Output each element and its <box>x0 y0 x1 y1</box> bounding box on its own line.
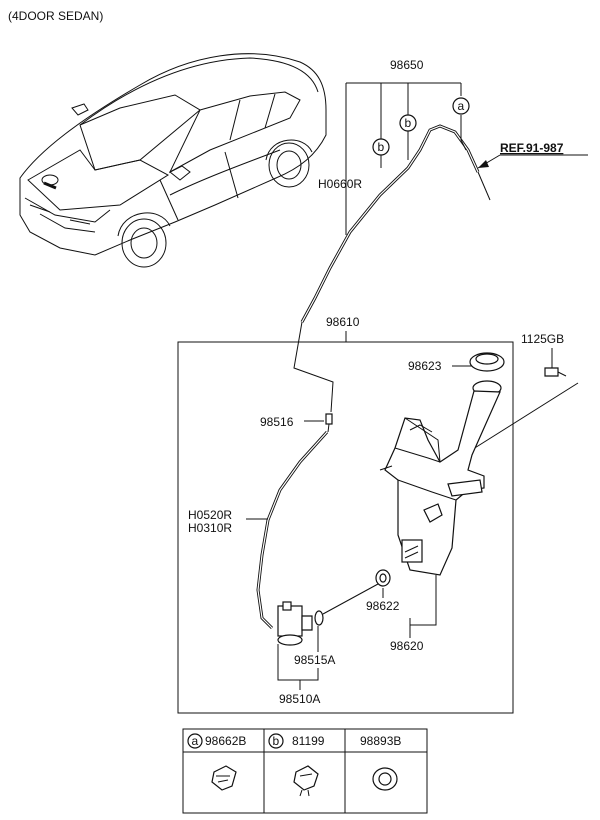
svg-text:a: a <box>458 99 465 113</box>
svg-text:b: b <box>405 116 412 130</box>
legend-item-98662b: a 98662B <box>187 733 246 791</box>
marker-a-callout: a <box>452 97 470 115</box>
svg-text:b: b <box>378 140 385 154</box>
assembly-box <box>177 341 514 714</box>
check-valve-98516 <box>325 413 333 433</box>
label-h0660r: H0660R <box>318 177 362 191</box>
label-1125gb: 1125GB <box>521 332 564 346</box>
label-98620: 98620 <box>390 639 424 653</box>
grommet-98622 <box>375 569 391 587</box>
svg-text:98893B: 98893B <box>360 734 401 748</box>
reference-label: REF.91-987 <box>500 141 564 155</box>
hose-98650 <box>300 124 491 323</box>
svg-text:81199: 81199 <box>292 734 325 748</box>
legend-item-81199: b 81199 <box>268 733 325 797</box>
svg-text:a: a <box>192 734 199 748</box>
grommet-icon <box>372 767 398 791</box>
label-98623: 98623 <box>408 359 442 373</box>
legend-item-98893b: 98893B <box>360 734 401 791</box>
label-98515a: 98515A <box>294 653 335 667</box>
seal-98515a <box>314 610 324 626</box>
cap-98623 <box>469 352 505 372</box>
marker-b-callout-2: b <box>399 114 417 132</box>
bolt-1125gb <box>544 367 567 377</box>
svg-text:98662B: 98662B <box>205 734 246 748</box>
label-98650: 98650 <box>390 58 424 72</box>
clip-a-icon <box>211 765 237 791</box>
hose-h0520r <box>256 430 329 630</box>
label-h0520r: H0520R <box>188 508 232 522</box>
pump-98510a <box>277 601 313 646</box>
clip-b-icon <box>293 765 319 797</box>
label-98510a: 98510A <box>279 692 320 706</box>
marker-b-callout-1: b <box>372 138 390 156</box>
legend-table: a 98662B b 81199 98893B <box>182 728 428 814</box>
svg-text:b: b <box>273 734 280 748</box>
label-98516: 98516 <box>260 415 294 429</box>
car-illustration <box>19 53 327 268</box>
label-98610: 98610 <box>326 315 360 329</box>
label-98622: 98622 <box>366 599 400 613</box>
label-h0310r: H0310R <box>188 521 232 535</box>
variant-title: (4DOOR SEDAN) <box>8 9 103 23</box>
reservoir-tank-98620 <box>379 380 502 576</box>
